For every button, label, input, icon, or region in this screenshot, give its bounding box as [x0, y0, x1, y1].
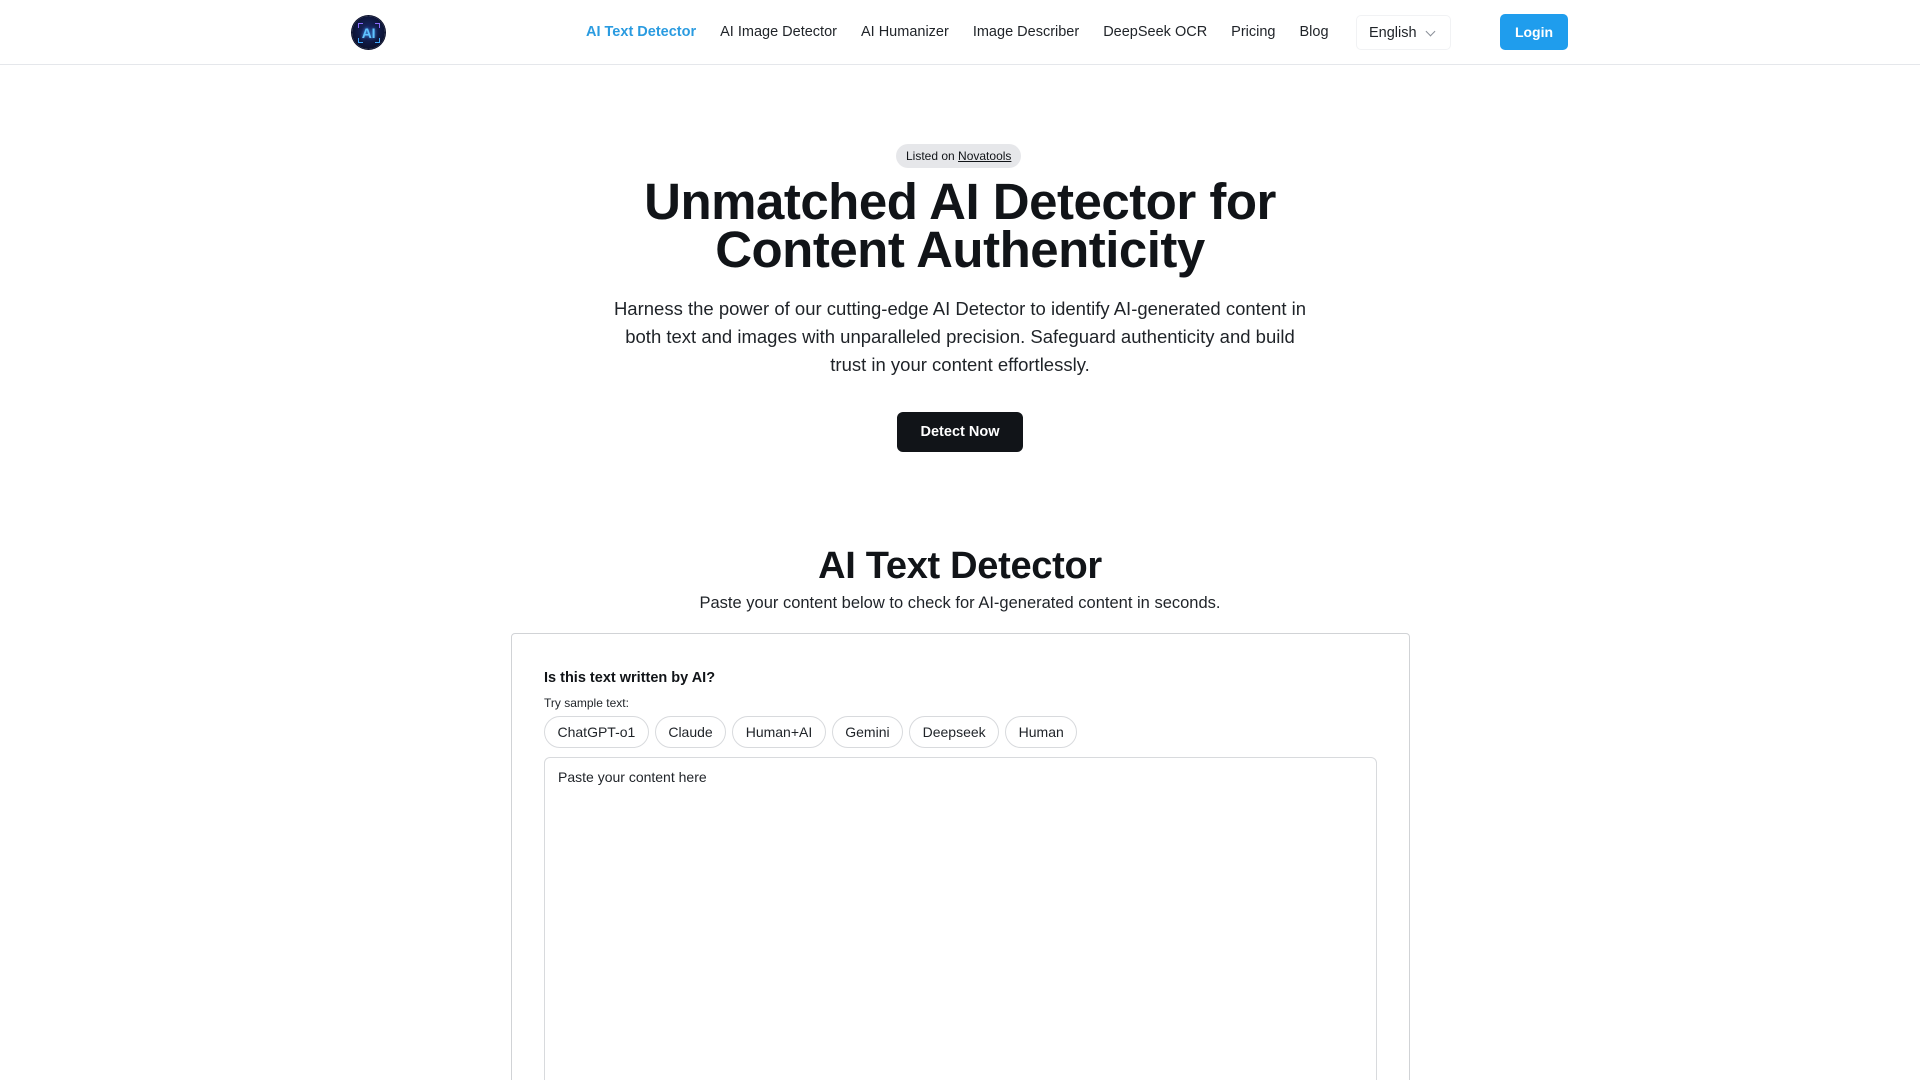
logo-text: AI	[361, 24, 376, 41]
detector-card: Is this text written by AI? Try sample t…	[511, 633, 1410, 1080]
login-button[interactable]: Login	[1500, 14, 1568, 50]
content-input[interactable]	[544, 757, 1377, 1080]
sample-chip-chatgpt-o1[interactable]: ChatGPT-o1	[544, 716, 649, 748]
sample-chip-claude[interactable]: Claude	[654, 716, 727, 748]
detector-title: AI Text Detector	[818, 545, 1102, 587]
hero-title: Unmatched AI Detector for Content Authen…	[560, 176, 1360, 275]
novatools-link[interactable]: Novatools	[958, 149, 1012, 163]
sample-chips: ChatGPT-o1 Claude Human+AI Gemini Deepse…	[544, 716, 1078, 748]
logo-bracket	[357, 37, 363, 43]
site-header: AI AI Text Detector AI Image Detector AI…	[0, 0, 1920, 65]
sample-chip-gemini[interactable]: Gemini	[831, 716, 904, 748]
logo-bracket	[374, 37, 380, 43]
logo-icon[interactable]: AI	[352, 16, 385, 49]
language-select[interactable]: English	[1356, 15, 1451, 50]
logo-mark: AI	[357, 22, 380, 43]
detector-subtitle: Paste your content below to check for AI…	[699, 594, 1221, 612]
nav-ai-image-detector[interactable]: AI Image Detector	[720, 24, 837, 40]
detect-now-button[interactable]: Detect Now	[897, 412, 1023, 452]
try-sample-label: Try sample text:	[544, 696, 629, 710]
detector-question: Is this text written by AI?	[544, 670, 716, 686]
sample-chip-human[interactable]: Human	[1005, 716, 1078, 748]
nav-image-describer[interactable]: Image Describer	[972, 24, 1080, 40]
nav-ai-humanizer[interactable]: AI Humanizer	[860, 24, 949, 40]
sample-chip-human-ai[interactable]: Human+AI	[732, 716, 826, 748]
hero-title-line1: Unmatched AI Detector for	[644, 173, 1276, 230]
logo-bracket	[374, 22, 380, 28]
language-value: English	[1369, 24, 1417, 41]
nav-pricing[interactable]: Pricing	[1231, 24, 1276, 40]
badge-prefix: Listed on	[906, 149, 955, 163]
nav-blog[interactable]: Blog	[1299, 24, 1329, 40]
main-nav: AI Text Detector AI Image Detector AI Hu…	[586, 22, 1353, 42]
hero-title-line2: Content Authenticity	[715, 221, 1205, 278]
sample-chip-deepseek[interactable]: Deepseek	[909, 716, 1000, 748]
listed-on-badge: Listed on Novatools	[896, 144, 1022, 168]
nav-deepseek-ocr[interactable]: DeepSeek OCR	[1103, 24, 1208, 40]
chevron-down-icon	[1425, 26, 1436, 37]
nav-ai-text-detector[interactable]: AI Text Detector	[586, 24, 697, 40]
hero-subtitle: Harness the power of our cutting-edge AI…	[613, 298, 1307, 375]
logo-bracket	[357, 22, 363, 28]
